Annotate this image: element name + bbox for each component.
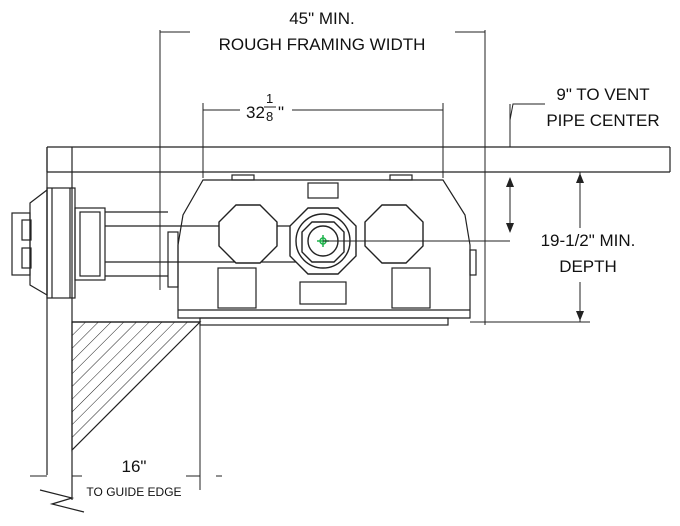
left-wall-stud bbox=[46, 147, 73, 500]
heater-unit bbox=[167, 174, 477, 326]
ceiling-joist bbox=[46, 146, 671, 173]
unit-width-whole: 32 bbox=[246, 103, 265, 122]
guide-edge-dimension bbox=[30, 322, 222, 490]
rough-framing-label: ROUGH FRAMING WIDTH bbox=[219, 35, 426, 54]
unit-width-denominator: 8 bbox=[266, 109, 273, 124]
guide-edge-value: 16" bbox=[122, 457, 147, 476]
hatched-support bbox=[71, 321, 202, 452]
vent-termination bbox=[11, 187, 300, 299]
depth-line2: DEPTH bbox=[559, 257, 617, 276]
depth-line1: 19-1/2" MIN. bbox=[541, 231, 636, 250]
unit-width-numerator: 1 bbox=[266, 91, 273, 106]
right-port bbox=[364, 204, 424, 264]
left-port bbox=[218, 204, 278, 264]
guide-edge-label: TO GUIDE EDGE bbox=[86, 485, 181, 499]
rough-framing-dimension bbox=[159, 30, 486, 325]
rough-framing-value: 45" MIN. bbox=[289, 9, 355, 28]
vent-pipe-line1: 9" TO VENT bbox=[556, 85, 649, 104]
vent-pipe-line2: PIPE CENTER bbox=[546, 111, 659, 130]
vent-pipe-leader bbox=[509, 103, 545, 121]
depth-dimension bbox=[470, 172, 590, 323]
break-line bbox=[39, 489, 85, 513]
unit-width-dimension bbox=[202, 103, 444, 178]
unit-width-inch: " bbox=[278, 103, 284, 122]
